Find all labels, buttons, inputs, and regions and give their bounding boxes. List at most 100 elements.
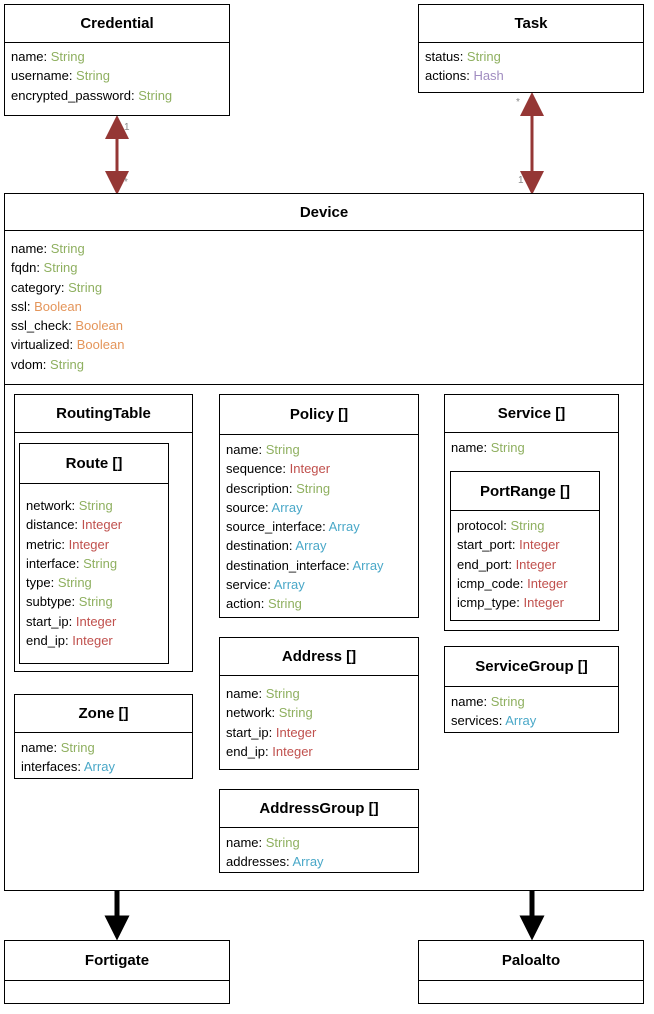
attribute-list: name: String bbox=[445, 433, 618, 461]
attribute-action: action: String bbox=[226, 596, 302, 612]
attribute-list: name: String services: Array bbox=[445, 687, 618, 735]
attribute-name: services bbox=[451, 713, 499, 729]
attribute-type: String bbox=[278, 705, 313, 721]
attribute-type: String bbox=[78, 594, 113, 610]
class-name: Credential bbox=[5, 5, 229, 43]
multiplicity-credential: 1 bbox=[124, 122, 130, 133]
attribute-destination-interface: destination_interface: Array bbox=[226, 557, 384, 573]
attribute-name: name: String bbox=[226, 442, 300, 457]
attribute-name: fqdn bbox=[11, 260, 37, 276]
attribute-name: start_ip bbox=[26, 613, 69, 629]
class-name: RoutingTable bbox=[15, 395, 192, 433]
attribute-start-port: start_port: Integer bbox=[457, 537, 560, 553]
attribute-interfaces: interfaces: Array bbox=[21, 759, 115, 775]
attribute-type: Integer bbox=[523, 595, 564, 611]
attribute-name: network bbox=[226, 705, 272, 721]
attribute-name: destination bbox=[226, 538, 289, 554]
class-name: PortRange [] bbox=[451, 472, 599, 511]
attribute-type: Array bbox=[505, 713, 537, 729]
class-name: AddressGroup [] bbox=[220, 790, 418, 828]
attribute-type: String bbox=[138, 87, 173, 103]
attribute-type: String bbox=[43, 260, 78, 276]
attribute-type: String bbox=[78, 498, 113, 513]
attribute-type: type: String bbox=[26, 575, 92, 591]
class-portrange[interactable]: PortRange [] protocol: String start_port:… bbox=[450, 471, 600, 621]
class-name: ServiceGroup [] bbox=[445, 647, 618, 687]
attribute-name: interface bbox=[26, 555, 76, 571]
class-fortigate[interactable]: Fortigate bbox=[4, 940, 230, 1004]
attribute-name: actions bbox=[425, 68, 467, 84]
attribute-type: String bbox=[490, 694, 525, 709]
attribute-type: String bbox=[83, 555, 118, 571]
attribute-type: Hash bbox=[473, 68, 504, 84]
attribute-category: category: String bbox=[11, 279, 103, 295]
attribute-type: String bbox=[265, 835, 300, 850]
attribute-name: name: String bbox=[451, 440, 525, 455]
attribute-name: name: String bbox=[11, 241, 85, 256]
attribute-type: String bbox=[76, 68, 111, 84]
attribute-type: Array bbox=[295, 538, 327, 554]
attribute-name: subtype bbox=[26, 594, 72, 610]
attribute-name: type bbox=[26, 575, 51, 591]
attribute-type: String bbox=[490, 440, 525, 455]
class-name: Zone [] bbox=[15, 695, 192, 733]
attribute-name: source_interface bbox=[226, 519, 323, 535]
attribute-ssl: ssl: Boolean bbox=[11, 298, 82, 314]
attribute-subtype: subtype: String bbox=[26, 594, 113, 610]
attribute-protocol: protocol: String bbox=[457, 518, 545, 533]
multiplicity-device-left: * bbox=[124, 177, 128, 188]
attribute-end-ip: end_ip: Integer bbox=[26, 633, 113, 649]
attribute-sequence: sequence: Integer bbox=[226, 461, 331, 477]
attribute-name: name bbox=[451, 694, 484, 709]
attribute-services: services: Array bbox=[451, 713, 537, 729]
attribute-name: name bbox=[226, 686, 259, 701]
class-paloalto[interactable]: Paloalto bbox=[418, 940, 644, 1004]
attribute-type: Array bbox=[271, 499, 303, 515]
attribute-name: end_port bbox=[457, 556, 509, 572]
attribute-interface: interface: String bbox=[26, 555, 118, 571]
attribute-addresses: addresses: Array bbox=[226, 854, 324, 870]
attribute-name: name bbox=[226, 835, 259, 850]
attribute-type: Integer bbox=[72, 633, 113, 649]
attribute-name: name bbox=[226, 442, 259, 457]
attribute-name: source bbox=[226, 499, 266, 515]
attribute-name: name bbox=[451, 440, 484, 455]
attribute-name: description bbox=[226, 480, 289, 496]
attribute-type: Array bbox=[352, 557, 384, 573]
class-servicegroup[interactable]: ServiceGroup [] name: String services: Ar… bbox=[444, 646, 619, 733]
attribute-name: network bbox=[26, 498, 72, 513]
attribute-destination: destination: Array bbox=[226, 538, 327, 554]
attribute-actions: actions: Hash bbox=[425, 68, 504, 84]
attribute-name: start_ip bbox=[226, 724, 269, 740]
class-name: Task bbox=[419, 5, 643, 43]
multiplicity-device-right: 1 bbox=[518, 175, 524, 186]
attribute-type: String bbox=[265, 686, 300, 701]
attribute-name: name bbox=[11, 49, 44, 64]
attribute-type: Array bbox=[328, 519, 360, 535]
attribute-name: name: String bbox=[226, 686, 300, 701]
class-name: Address [] bbox=[220, 638, 418, 676]
attribute-icmp-type: icmp_type: Integer bbox=[457, 595, 564, 611]
attribute-name: name: String bbox=[11, 49, 85, 64]
class-name: Paloalto bbox=[419, 941, 643, 981]
attribute-name: name: String bbox=[451, 694, 525, 709]
attribute-start-ip: start_ip: Integer bbox=[226, 724, 317, 740]
attribute-type: Array bbox=[273, 577, 305, 593]
attribute-type: String bbox=[57, 575, 92, 591]
class-name: Device bbox=[5, 194, 643, 231]
attribute-name: service bbox=[226, 577, 268, 593]
attribute-type: Integer bbox=[519, 537, 560, 553]
attribute-encrypted-password: encrypted_password: String bbox=[11, 87, 173, 103]
attribute-type: Integer bbox=[275, 724, 317, 740]
